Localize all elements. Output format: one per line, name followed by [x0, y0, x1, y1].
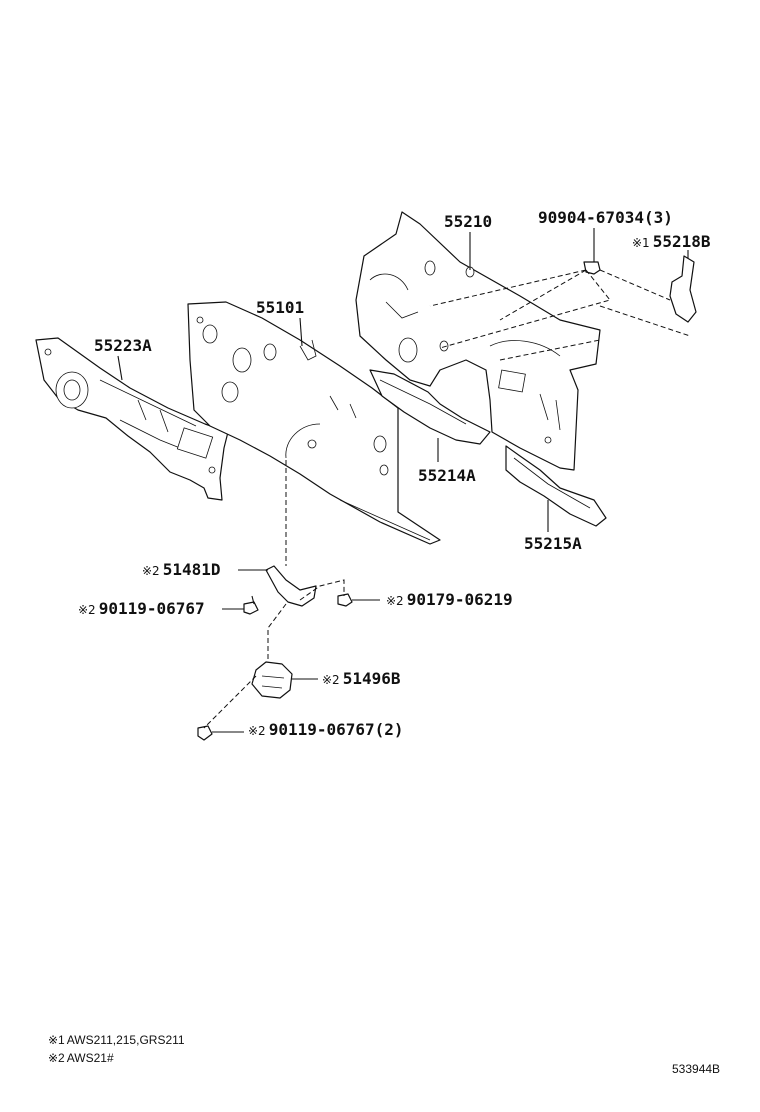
label-90119-06767-2-text: 90119-06767(2): [268, 720, 404, 739]
label-55214a: 55214A: [418, 466, 476, 485]
label-55218b-text: 55218B: [652, 232, 711, 251]
label-55210: 55210: [444, 212, 493, 231]
remark-mark-1: ※1: [632, 236, 650, 250]
part-90119-06767-shape: [243, 595, 259, 615]
dashed-connection-lines: [203, 269, 691, 729]
label-51481d-text: 51481D: [162, 560, 221, 579]
part-55218b-shape: [669, 255, 697, 323]
part-55223a-shape: [35, 337, 229, 501]
leader-lines: [117, 228, 689, 733]
part-55101-shape: [187, 301, 441, 545]
label-55223a: 55223A: [94, 336, 152, 355]
part-51496b-shape: [251, 661, 293, 699]
part-55210-shape: [355, 211, 601, 471]
remark-mark-2: ※2: [248, 724, 266, 738]
part-51481d-shape: [265, 565, 317, 607]
part-90119-06767-2-shape: [197, 725, 213, 741]
part-90179-06219-shape: [337, 593, 353, 607]
label-55215a: 55215A: [524, 534, 582, 553]
footnote-1-text: AWS211,215,GRS211: [66, 1033, 185, 1047]
part-55214a-shape: [369, 369, 491, 445]
label-51496b-text: 51496B: [342, 669, 401, 688]
remark-mark-2: ※2: [78, 603, 96, 617]
footnote-2-text: AWS21#: [66, 1051, 114, 1065]
label-90119-06767-text: 90119-06767: [98, 599, 205, 618]
footnote-2-mark: ※2: [48, 1051, 65, 1065]
remark-mark-2: ※2: [386, 594, 404, 608]
part-90904-67034-shape: [583, 261, 601, 275]
label-55101: 55101: [256, 298, 305, 317]
remark-mark-2: ※2: [142, 564, 160, 578]
remark-mark-2: ※2: [322, 673, 340, 687]
label-90179-06219-text: 90179-06219: [406, 590, 513, 609]
label-90904-67034: 90904-67034(3): [538, 208, 673, 227]
footnote-1-mark: ※1: [48, 1033, 65, 1047]
diagram-code: 533944B: [672, 1062, 721, 1076]
part-55215a-shape: [505, 445, 607, 527]
